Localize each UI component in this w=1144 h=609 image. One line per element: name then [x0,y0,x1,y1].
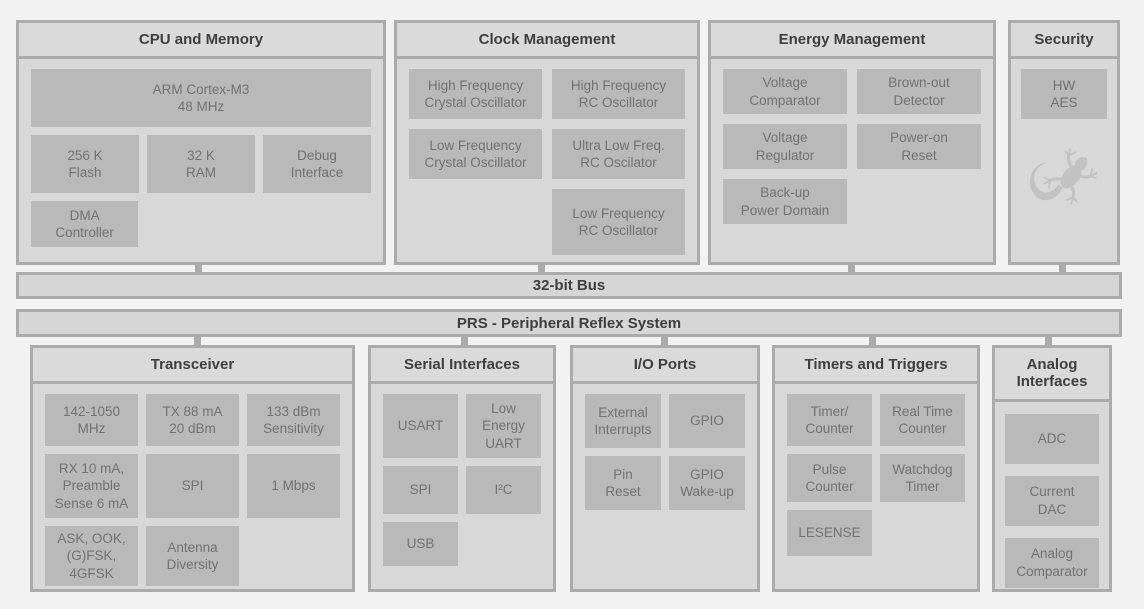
connector-prs-timers [869,333,876,349]
block-ram: 32 K RAM [147,135,255,194]
block-current-dac: Current DAC [1005,475,1099,526]
section-io-ports: I/O Ports External Interrupts GPIO Pin R… [570,345,760,592]
section-serial-interfaces: Serial Interfaces USART Low Energy UART … [368,345,556,592]
section-energy-management: Energy Management Voltage Comparator Vol… [708,20,996,265]
section-clock-management: Clock Management High Frequency Crystal … [394,20,700,265]
block-transceiver-spi: SPI [146,454,239,519]
section-title-io-ports: I/O Ports [573,348,757,385]
connector-clock-bus [538,260,545,276]
connector-security-bus [1059,260,1066,276]
block-low-energy-uart: Low Energy UART [466,394,541,459]
section-title-clock-management: Clock Management [397,23,697,60]
section-title-analog-interfaces: Analog Interfaces [995,348,1109,402]
section-body-clock-management: High Frequency Crystal Oscillator Low Fr… [397,59,697,265]
block-voltage-comparator: Voltage Comparator [723,69,847,115]
block-real-time-counter: Real Time Counter [880,394,965,447]
bus-prs: PRS - Peripheral Reflex System [16,309,1122,337]
block-lesense: LESENSE [787,510,872,557]
section-transceiver: Transceiver 142-1050 MHz TX 88 mA 20 dBm… [30,345,355,592]
block-usb: USB [383,522,458,567]
section-title-timers-triggers: Timers and Triggers [775,348,977,385]
block-lf-crystal-oscillator: Low Frequency Crystal Oscillator [409,129,542,180]
block-voltage-regulator: Voltage Regulator [723,124,847,170]
block-backup-power-domain: Back-up Power Domain [723,179,847,225]
block-analog-comparator: Analog Comparator [1005,537,1099,588]
section-security: Security HW AES [1008,20,1120,265]
block-serial-spi: SPI [383,466,458,515]
section-body-timers-triggers: Timer/ Counter Real Time Counter Pulse C… [775,384,977,589]
block-gpio: GPIO [669,394,745,449]
connector-energy-bus [848,260,855,276]
block-hw-aes: HW AES [1021,69,1107,120]
block-data-rate: 1 Mbps [247,454,340,519]
connector-prs-serial [461,333,468,349]
block-antenna-diversity: Antenna Diversity [146,526,239,587]
block-brownout-detector: Brown-out Detector [857,69,981,115]
block-poweron-reset: Power-on Reset [857,124,981,170]
section-body-security: HW AES [1011,59,1117,262]
block-rf-frequency-range: 142-1050 MHz [45,394,138,447]
connector-cpu-bus [195,260,202,276]
block-gpio-wakeup: GPIO Wake-up [669,456,745,511]
block-lf-rc-oscillator: Low Frequency RC Oscillator [552,189,685,256]
section-title-security: Security [1011,23,1117,60]
section-title-transceiver: Transceiver [33,348,352,385]
block-rx-current: RX 10 mA, Preamble Sense 6 mA [45,454,138,519]
gecko-icon [1021,141,1107,225]
block-hf-crystal-oscillator: High Frequency Crystal Oscillator [409,69,542,120]
section-analog-interfaces: Analog Interfaces ADC Current DAC Analog… [992,345,1112,592]
block-hf-rc-oscillator: High Frequency RC Oscillator [552,69,685,120]
section-title-energy-management: Energy Management [711,23,993,60]
section-title-serial-interfaces: Serial Interfaces [371,348,553,385]
block-external-interrupts: External Interrupts [585,394,661,449]
block-dma-controller: DMA Controller [31,201,139,248]
connector-prs-transceiver [194,333,201,349]
block-pulse-counter: Pulse Counter [787,454,872,503]
section-body-cpu-memory: ARM Cortex-M3 48 MHz 256 K Flash 32 K RA… [19,59,383,262]
block-adc: ADC [1005,413,1099,464]
block-tx-current-power: TX 88 mA 20 dBm [146,394,239,447]
block-usart: USART [383,394,458,459]
section-timers-triggers: Timers and Triggers Timer/ Counter Real … [772,345,980,592]
block-watchdog-timer: Watchdog Timer [880,454,965,503]
section-cpu-memory: CPU and Memory ARM Cortex-M3 48 MHz 256 … [16,20,386,265]
connector-prs-io [661,333,668,349]
block-ulf-rc-oscillator: Ultra Low Freq. RC Oscilator [552,129,685,180]
section-body-transceiver: 142-1050 MHz TX 88 mA 20 dBm 133 dBm Sen… [33,384,352,596]
block-arm-cortex-m3: ARM Cortex-M3 48 MHz [31,69,371,128]
block-timer-counter: Timer/ Counter [787,394,872,447]
block-i2c: I²C [466,466,541,515]
section-body-energy-management: Voltage Comparator Voltage Regulator Bac… [711,59,993,262]
section-body-io-ports: External Interrupts GPIO Pin Reset GPIO … [573,384,757,589]
section-title-cpu-memory: CPU and Memory [19,23,383,60]
connector-prs-analog [1045,333,1052,349]
section-body-serial-interfaces: USART Low Energy UART SPI I²C USB [371,384,553,589]
block-modulation: ASK, OOK, (G)FSK, 4GFSK [45,526,138,587]
section-body-analog-interfaces: ADC Current DAC Analog Comparator [995,402,1109,600]
bus-32bit: 32-bit Bus [16,272,1122,299]
block-sensitivity: 133 dBm Sensitivity [247,394,340,447]
block-pin-reset: Pin Reset [585,456,661,511]
block-debug-interface: Debug Interface [263,135,371,194]
block-flash: 256 K Flash [31,135,139,194]
